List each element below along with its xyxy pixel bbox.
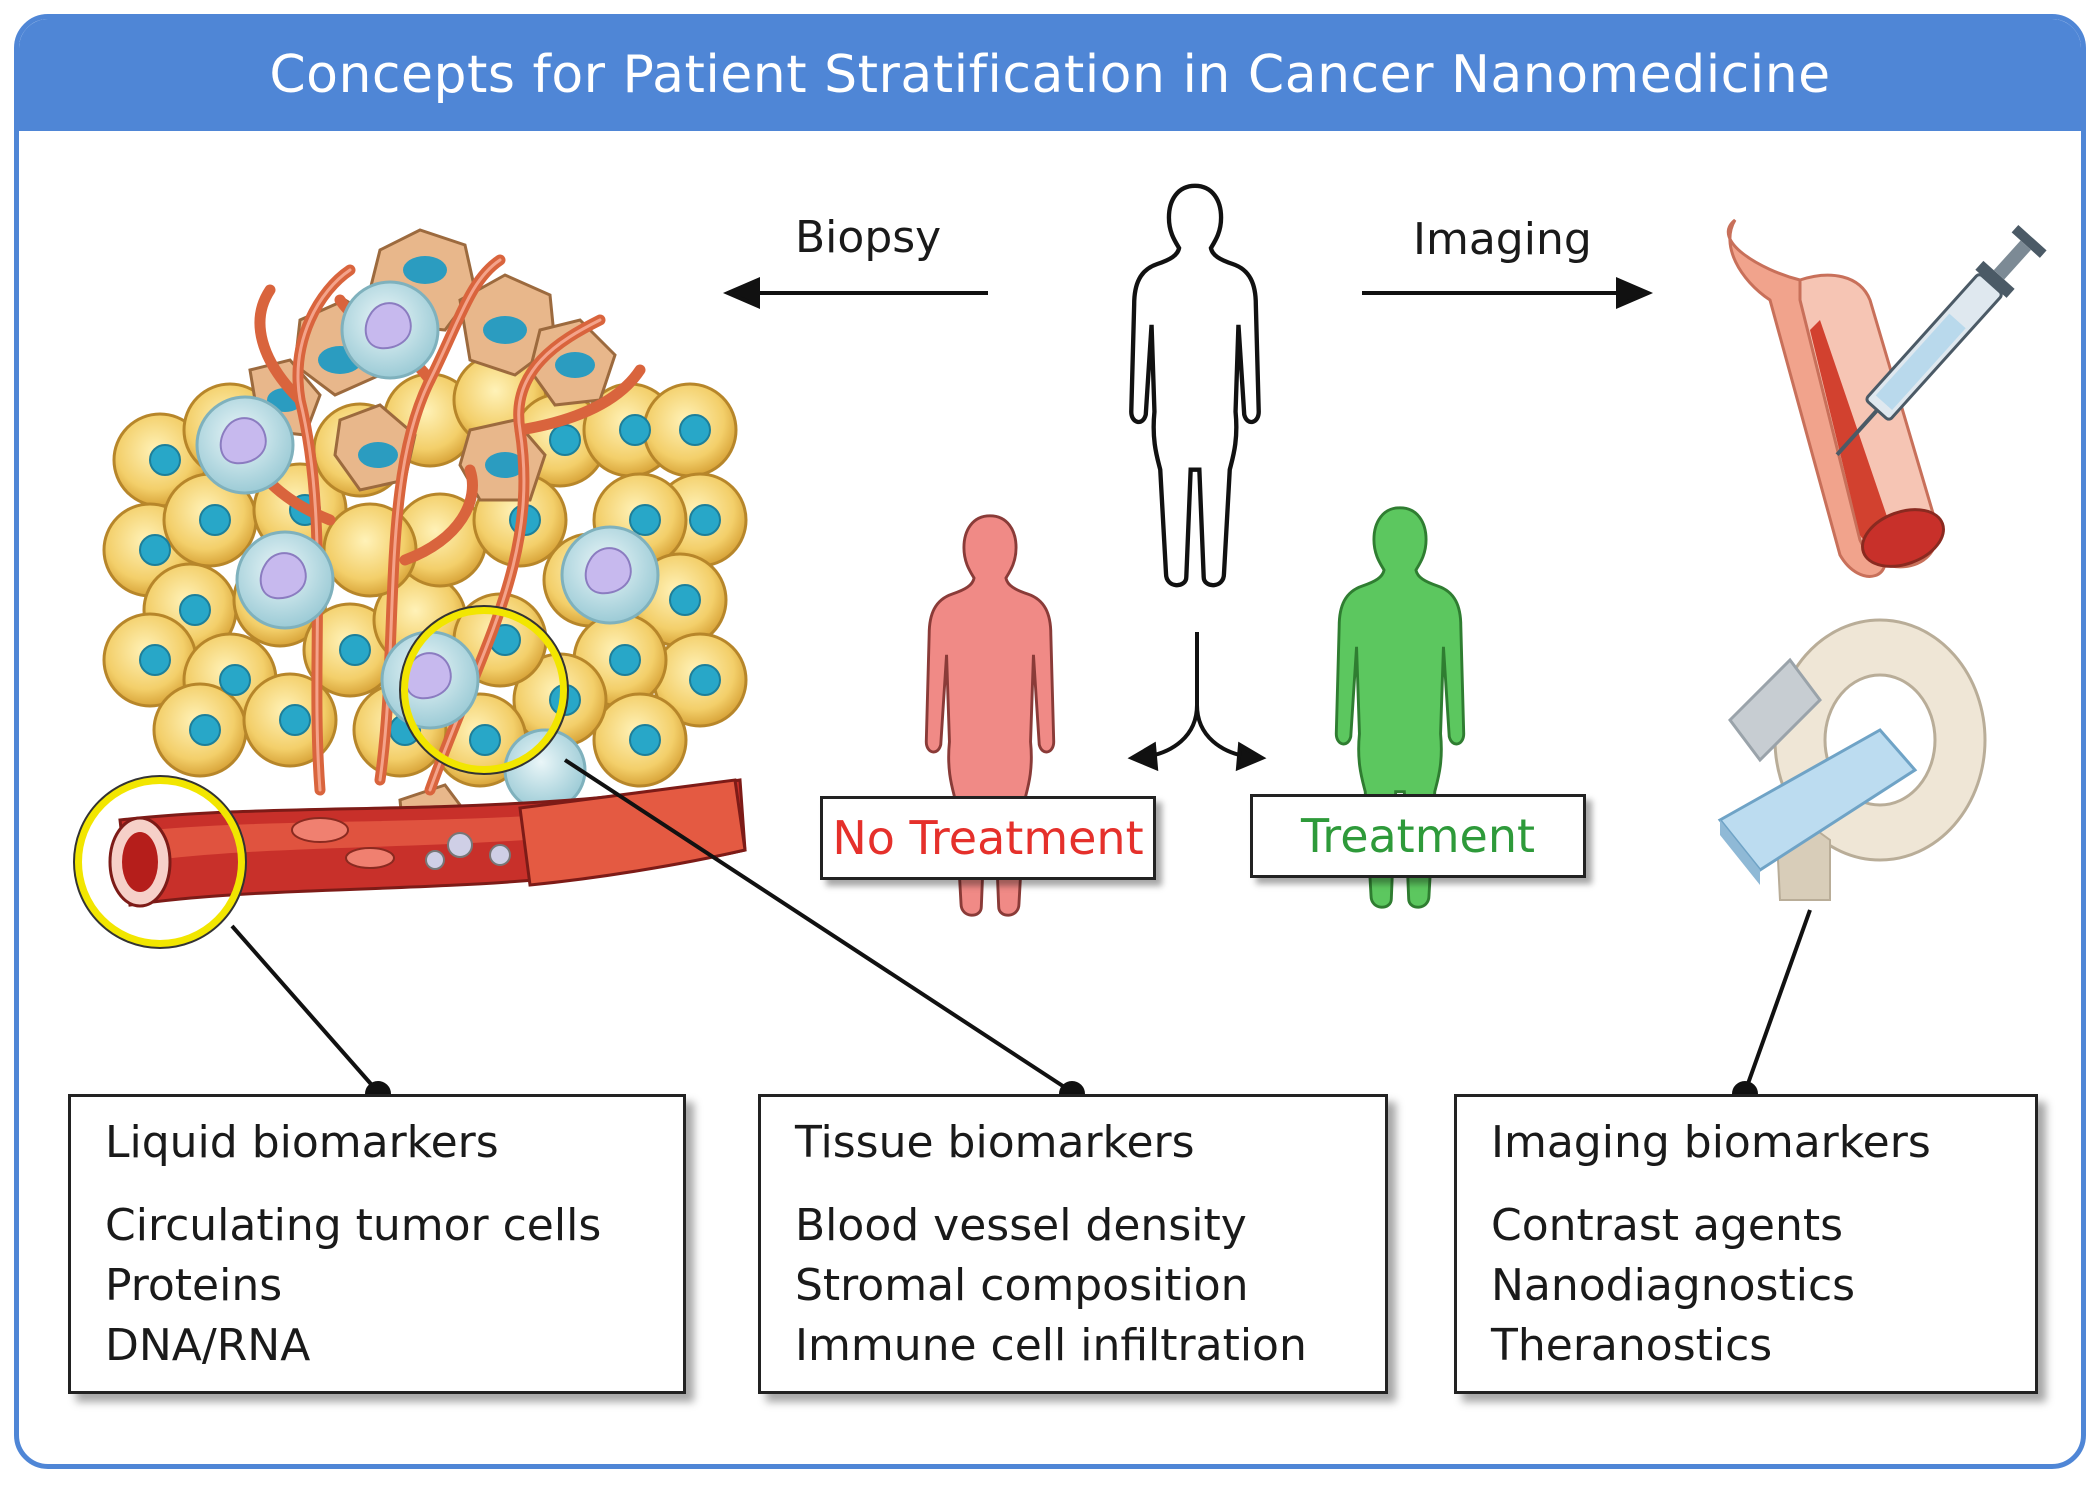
liquid-biomarkers-title: Liquid biomarkers <box>105 1117 499 1168</box>
tissue-biomarkers-box: Tissue biomarkers Blood vessel density S… <box>758 1094 1388 1394</box>
tissue-highlight-circle <box>400 606 568 774</box>
biopsy-arrow <box>722 276 988 310</box>
vessel-highlight-circle <box>74 776 246 948</box>
no-treatment-box: No Treatment <box>820 796 1156 880</box>
tissue-biomarkers-title: Tissue biomarkers <box>795 1117 1195 1168</box>
tissue-highlight-circle-outline <box>399 605 569 775</box>
immune-nuclei <box>219 302 632 700</box>
blood-vessel <box>108 778 747 908</box>
imaging-biomarker-item: Theranostics <box>1491 1320 1773 1371</box>
liquid-biomarker-item: Proteins <box>105 1260 283 1311</box>
tissue-biomarker-item: Blood vessel density <box>795 1200 1247 1251</box>
figure-title: Concepts for Patient Stratification in C… <box>19 19 2081 131</box>
treatment-box: Treatment <box>1250 794 1586 878</box>
biopsy-label: Biopsy <box>795 212 942 263</box>
imaging-label: Imaging <box>1413 214 1592 265</box>
tumor-microenvironment-illustration <box>73 228 748 949</box>
liquid-biomarker-item: Circulating tumor cells <box>105 1200 602 1251</box>
imaging-arrow <box>1362 276 1654 310</box>
liquid-biomarkers-box: Liquid biomarkers Circulating tumor cell… <box>68 1094 686 1394</box>
vessel-highlight-circle-outline <box>73 775 247 949</box>
treatment-label: Treatment <box>1300 809 1536 863</box>
imaging-biomarker-item: Contrast agents <box>1491 1200 1844 1251</box>
tissue-biomarker-item: Stromal composition <box>795 1260 1249 1311</box>
liquid-biomarker-item: DNA/RNA <box>105 1320 311 1371</box>
imaging-biomarker-item: Nanodiagnostics <box>1491 1260 1856 1311</box>
mri-scanner-icon <box>1717 618 1987 901</box>
syringe-vessel-icon <box>1726 218 2047 578</box>
no-treatment-label: No Treatment <box>832 811 1144 865</box>
split-arrow <box>1127 632 1267 772</box>
tissue-biomarker-item: Immune cell infiltration <box>795 1320 1307 1371</box>
imaging-biomarkers-box: Imaging biomarkers Contrast agents Nanod… <box>1454 1094 2038 1394</box>
patient-silhouette-icon <box>1131 186 1258 585</box>
imaging-biomarkers-title: Imaging biomarkers <box>1491 1117 1931 1168</box>
